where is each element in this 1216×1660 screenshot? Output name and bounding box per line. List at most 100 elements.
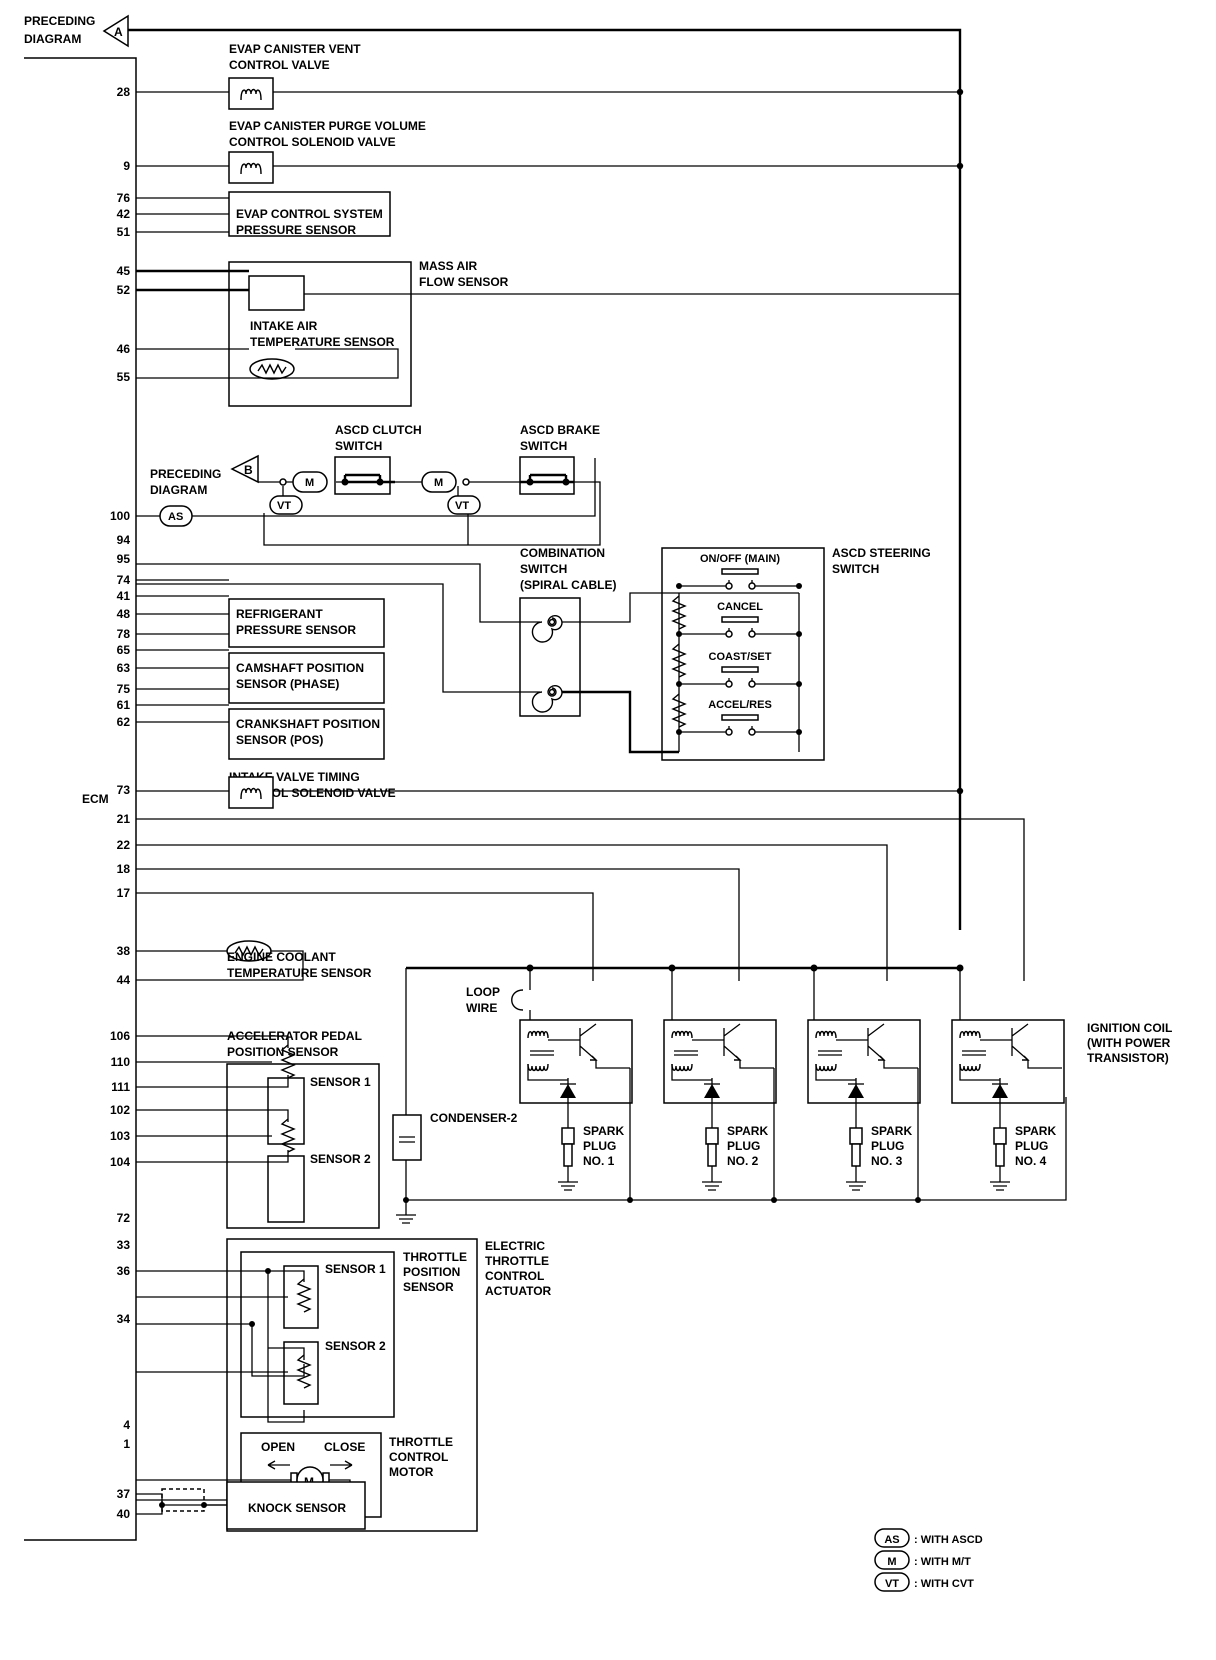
- vent-valve-label-2: CONTROL VALVE: [229, 58, 330, 72]
- spark-plug-4-label: NO. 4: [1015, 1154, 1047, 1168]
- camshaft-label-2: SENSOR (PHASE): [236, 677, 339, 691]
- ecm-housing: [24, 57, 137, 1541]
- svg-text:AS: AS: [168, 511, 183, 523]
- knock-shield-icon: [161, 1488, 205, 1512]
- pin-106-label: 106: [110, 1029, 130, 1043]
- legend-badge-text: AS: [884, 1534, 899, 1546]
- pin-65-label: 65: [117, 643, 131, 657]
- preceding-diagram-b-label-2: DIAGRAM: [150, 483, 207, 497]
- pin-52-label: 52: [117, 283, 131, 297]
- steering-button-label: COAST/SET: [709, 651, 772, 663]
- tps-box: [240, 1251, 395, 1418]
- mt-badge-2: [421, 471, 457, 493]
- purge-valve-label-1: EVAP CANISTER PURGE VOLUME: [229, 119, 426, 133]
- pin-62-label: 62: [117, 715, 131, 729]
- pin-103-label: 103: [110, 1129, 130, 1143]
- pin-72-label: 72: [117, 1211, 131, 1225]
- preceding-diagram-a-label-1: PRECEDING: [24, 14, 95, 28]
- ascd-brake-label-2: SWITCH: [520, 439, 567, 453]
- spark-plug-2-icon: [701, 1127, 723, 1191]
- ignition-coil-2: [663, 1019, 777, 1104]
- evap-pressure-sensor-label-1: EVAP CONTROL SYSTEM: [236, 207, 383, 221]
- ascd-steering-switch-box: [661, 547, 825, 761]
- pin-74-label: 74: [117, 573, 131, 587]
- pin-95-label: 95: [117, 552, 131, 566]
- connector-b-letter: B: [244, 463, 253, 477]
- ascd-clutch-label-2: SWITCH: [335, 439, 382, 453]
- pin-38-label: 38: [117, 944, 131, 958]
- pin-4-label: 4: [123, 1418, 130, 1432]
- etc-label-3: CONTROL: [485, 1269, 544, 1283]
- spark-plug-1-label: SPARK: [583, 1124, 624, 1138]
- motor-open-label: OPEN: [261, 1440, 295, 1454]
- steering-button-icon: [721, 666, 759, 673]
- svg-text:M: M: [434, 477, 443, 489]
- pin-42-label: 42: [117, 207, 131, 221]
- ignition-coil-label-1: IGNITION COIL: [1087, 1021, 1172, 1035]
- legend-badge-text: M: [887, 1556, 896, 1568]
- ignition-coil-label-2: (WITH POWER: [1087, 1036, 1171, 1050]
- ascd-brake-label-1: ASCD BRAKE: [520, 423, 600, 437]
- app-label-1: ACCELERATOR PEDAL: [227, 1029, 362, 1043]
- pin-17-label: 17: [117, 886, 131, 900]
- pin-46-label: 46: [117, 342, 131, 356]
- combination-switch-label-3: (SPIRAL CABLE): [520, 578, 616, 592]
- motor-label-1: THROTTLE: [389, 1435, 453, 1449]
- app-sensor-box: [226, 1063, 380, 1229]
- camshaft-label-1: CAMSHAFT POSITION: [236, 661, 364, 675]
- spark-plug-3-label: SPARK: [871, 1124, 912, 1138]
- pin-61-label: 61: [117, 698, 131, 712]
- spark-plug-2-label: SPARK: [727, 1124, 768, 1138]
- pin-1-label: 1: [123, 1437, 130, 1451]
- legend-text: : WITH ASCD: [914, 1534, 983, 1546]
- tps-label-2: POSITION: [403, 1265, 460, 1279]
- spark-plug-3-icon: [845, 1127, 867, 1191]
- iat-label-2: TEMPERATURE SENSOR: [250, 335, 395, 349]
- iat-thermistor-icon: [249, 358, 295, 380]
- pin-100-label: 100: [110, 509, 130, 523]
- tps-sensor2-label: SENSOR 2: [325, 1339, 386, 1353]
- pin-55-label: 55: [117, 370, 131, 384]
- steering-button-icon: [721, 714, 759, 721]
- connector-a-letter: A: [114, 25, 123, 39]
- pin-45-label: 45: [117, 264, 131, 278]
- app-sensor2-resistor-icon: [281, 1118, 295, 1153]
- ecm-label: ECM: [82, 792, 109, 806]
- pin-104-label: 104: [110, 1155, 130, 1169]
- pin-51-label: 51: [117, 225, 131, 239]
- app-label-2: POSITION SENSOR: [227, 1045, 339, 1059]
- maf-label-1: MASS AIR: [419, 259, 478, 273]
- steering-button-label: ON/OFF (MAIN): [700, 553, 780, 565]
- svg-text:VT: VT: [455, 500, 469, 512]
- pin-48-label: 48: [117, 607, 131, 621]
- cvt-badge-2: [447, 495, 481, 515]
- tps-label-3: SENSOR: [403, 1280, 454, 1294]
- refrigerant-label-2: PRESSURE SENSOR: [236, 623, 356, 637]
- iat-label-1: INTAKE AIR: [250, 319, 318, 333]
- open-arrow-icon: [267, 1460, 290, 1470]
- tps-sensor1-resistor-icon: [297, 1278, 311, 1313]
- refrigerant-sensor-box: [228, 598, 385, 648]
- legend-badge-text: VT: [885, 1578, 899, 1590]
- spark-plug-1-label: NO. 1: [583, 1154, 615, 1168]
- legend-text: : WITH CVT: [914, 1578, 974, 1590]
- ascd-clutch-label-1: ASCD CLUTCH: [335, 423, 422, 437]
- spiral-cable-box: [519, 597, 581, 717]
- pin-75-label: 75: [117, 682, 131, 696]
- etc-actuator-box: [226, 1238, 478, 1532]
- maf-sensor-box: [228, 261, 412, 407]
- pin-63-label: 63: [117, 661, 131, 675]
- preceding-diagram-a-label-2: DIAGRAM: [24, 32, 81, 46]
- crankshaft-label-1: CRANKSHAFT POSITION: [236, 717, 380, 731]
- vent-valve-coil-icon: [228, 77, 274, 110]
- power-supply-wire: [128, 28, 962, 930]
- svg-text:M: M: [305, 477, 314, 489]
- ignition-coil-label-3: TRANSISTOR): [1087, 1051, 1169, 1065]
- etc-label-4: ACTUATOR: [485, 1284, 552, 1298]
- spark-plug-3-label: PLUG: [871, 1139, 904, 1153]
- legend-badge: [874, 1572, 910, 1592]
- camshaft-sensor-box: [228, 652, 385, 704]
- ascd-clutch-switch: [334, 456, 391, 495]
